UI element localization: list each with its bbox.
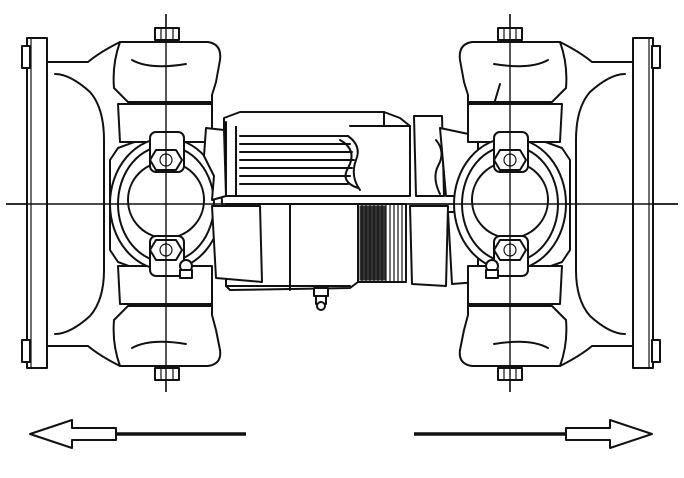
grease-nipple	[313, 287, 329, 311]
spline-shaft	[211, 203, 407, 311]
left-arrow-icon	[29, 419, 246, 449]
left-flange-yoke	[21, 27, 222, 381]
spline-sleeve	[203, 111, 411, 201]
right-arrow-icon	[414, 419, 653, 449]
right-cut-piece	[409, 115, 479, 287]
centerlines-overlay	[6, 14, 678, 392]
spline-ribs	[239, 135, 361, 191]
